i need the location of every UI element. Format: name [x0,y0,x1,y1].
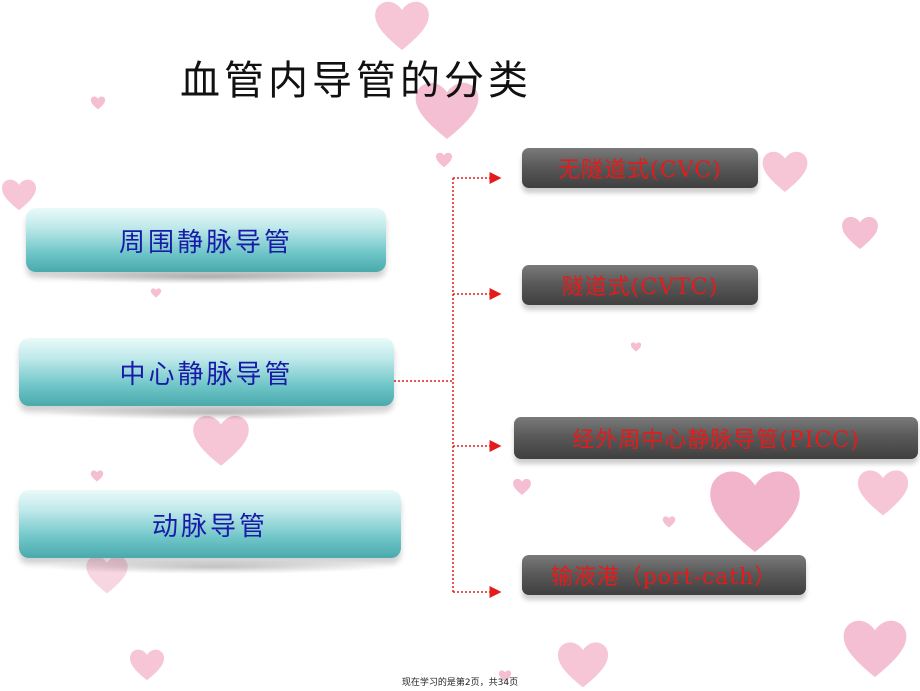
box-port-cath: 输液港（port-cath） [522,555,806,595]
box-shadow [40,406,390,420]
box-picc: 经外周中心静脉导管(PICC) [514,417,918,459]
box-label: 中心静脉导管 [119,359,294,390]
box-label: 经外周中心静脉导管(PICC) [572,428,860,453]
heart-icon [90,96,106,110]
heart-icon [710,471,800,552]
heart-icon [498,670,512,682]
heart-icon [1,179,37,211]
box-label: 隧道式(CVTC) [561,275,719,300]
heart-icon [435,152,453,168]
heart-icon [662,516,676,528]
heart-icon [557,642,609,688]
box-non-tunneled-cvc: 无隧道式(CVC) [522,148,758,188]
heart-icon [630,342,642,352]
box-shadow [40,270,380,284]
box-label: 无隧道式(CVC) [558,158,722,183]
box-label: 动脉导管 [151,511,268,542]
heart-icon [86,556,128,594]
box-peripheral-venous-catheter: 周围静脉导管 [26,208,386,272]
box-central-venous-catheter: 中心静脉导管 [19,338,394,406]
heart-icon [415,82,479,139]
heart-icon [762,151,808,192]
box-label: 输液港（port-cath） [550,565,778,590]
heart-icon [375,1,429,50]
heart-icon [193,415,249,466]
slide-title: 血管内导管的分类 [180,58,532,104]
page-footer: 现在学习的是第2页，共34页 [401,678,519,688]
box-label: 周围静脉导管 [118,227,293,258]
box-arterial-catheter: 动脉导管 [19,490,401,558]
heart-icon [129,649,165,681]
heart-icon [90,470,104,482]
heart-icon [843,620,907,677]
heart-icon [513,478,531,495]
heart-icon [150,288,162,298]
heart-icon [857,470,909,516]
box-tunneled-cvtc: 隧道式(CVTC) [522,265,758,305]
heart-icon [842,216,878,249]
box-shadow [40,560,390,574]
